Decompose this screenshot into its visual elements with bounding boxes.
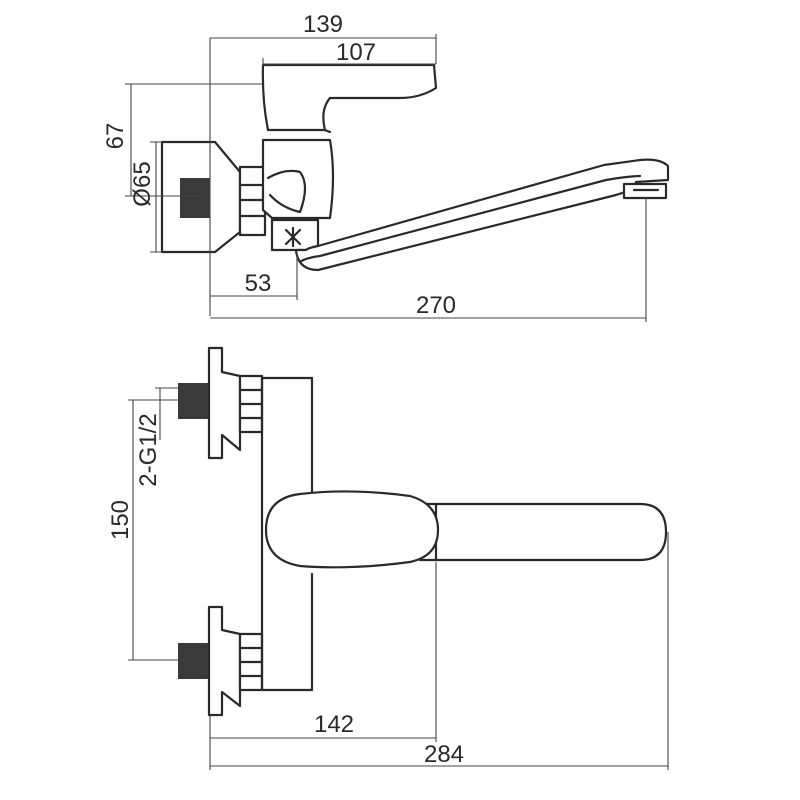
dim-handle-depth-label: 107: [336, 39, 376, 66]
dim-overall-width-label: 284: [424, 741, 464, 768]
dim-inlet-thread: 2-G1/2: [135, 387, 178, 487]
side-mixer-body: [261, 124, 335, 220]
upper-inlet-flange: [178, 346, 264, 460]
side-view: 139 107 67 Ø65 53 270: [102, 11, 670, 322]
dim-handle-reach: 142: [209, 562, 437, 770]
top-long-spout: [418, 502, 668, 562]
dim-inlet-spacing: 150: [107, 399, 178, 661]
top-mixer-body: [260, 376, 314, 692]
dim-top-depth-label: 139: [303, 11, 343, 38]
dim-spout-reach: 270: [210, 198, 647, 322]
dim-spout-reach-label: 270: [416, 292, 456, 319]
dim-inlet-spacing-label: 150: [107, 500, 134, 540]
dim-handle-height: 67: [102, 83, 262, 197]
dim-flange-diameter: Ø65: [129, 141, 162, 253]
side-swivel-spout: [294, 158, 670, 272]
dim-outlet-offset: 53: [210, 252, 298, 300]
dim-outlet-offset-label: 53: [245, 270, 272, 297]
top-view: 150 2-G1/2 142 284: [107, 346, 669, 770]
side-wall-flange: [160, 140, 267, 254]
dim-overall-width: 284: [210, 532, 669, 770]
side-outlet-connector: [270, 218, 320, 252]
dim-handle-depth: 107: [262, 39, 436, 66]
side-lever-handle: [261, 63, 438, 132]
top-lever-handle: [264, 490, 440, 569]
dim-inlet-thread-label: 2-G1/2: [135, 413, 162, 486]
dim-flange-diameter-label: Ø65: [129, 161, 156, 206]
lower-inlet-flange: [178, 605, 264, 717]
dim-handle-reach-label: 142: [314, 711, 354, 738]
dim-handle-height-label: 67: [102, 123, 129, 150]
